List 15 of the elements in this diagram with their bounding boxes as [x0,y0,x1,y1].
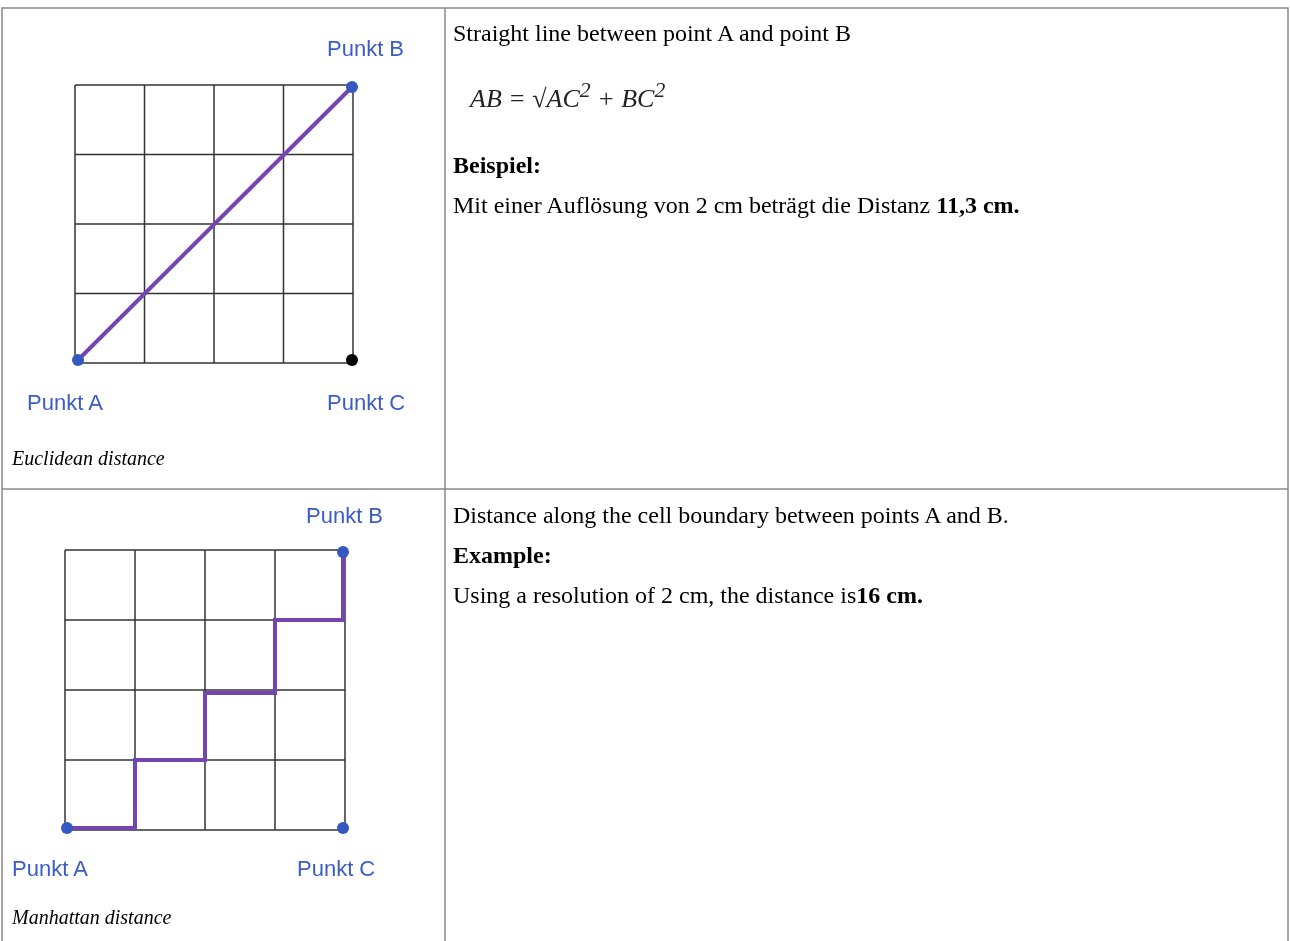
example-text: Mit einer Auflösung von 2 cm beträgt die Distanz 11,3 cm. [453,192,1020,219]
point-label: Punkt C [327,390,406,416]
point-label: Punkt B [306,503,384,529]
caption: Manhattan distance [12,906,172,929]
example-heading: Beispiel: [453,152,541,179]
point-label: Punkt A [12,856,88,882]
formula: AB = √AC$^{2}$ + BC$^{2}$ [470,78,666,114]
description-text: Straight line between point A and point B [453,20,851,47]
point-label: Punkt C [297,856,376,882]
point-label: Punkt B [327,36,405,62]
caption: Euclidean distance [12,447,165,470]
description-text: Distance along the cell boundary between points A and B. [453,502,1009,529]
example-text: Using a resolution of 2 cm, the distance is16 cm. [453,582,923,609]
example-heading: Example: [453,542,552,569]
point-label: Punkt A [27,390,103,416]
